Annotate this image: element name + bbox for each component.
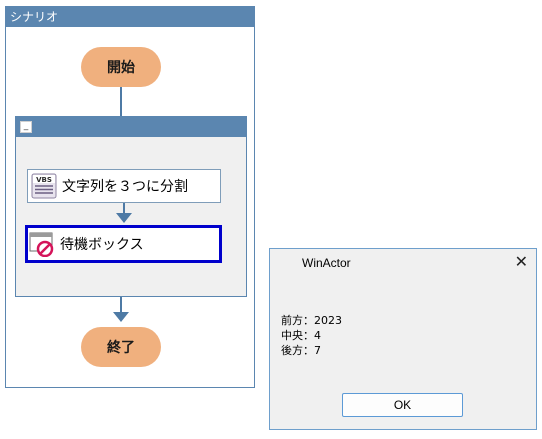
winactor-dialog: WinActor ✕ 前方：2023 中央：4 後方：7 OK (269, 248, 537, 430)
message-line: 前方：2023 (281, 314, 342, 327)
close-icon[interactable]: ✕ (514, 254, 528, 271)
connector-line (120, 297, 122, 313)
vbs-icon-text: VBS (36, 176, 52, 184)
vbs-script-icon: VBS (31, 173, 57, 199)
collapse-button[interactable]: _ (20, 121, 32, 133)
dialog-title: WinActor (302, 256, 351, 270)
node-label: 文字列を３つに分割 (62, 179, 188, 195)
dialog-titlebar[interactable]: WinActor ✕ (270, 249, 536, 279)
wait-box-icon (29, 232, 54, 257)
node-split-string[interactable]: VBS 文字列を３つに分割 (27, 169, 221, 203)
message-line: 後方：7 (281, 344, 321, 357)
scenario-panel: シナリオ 開始 _ VBS 文字列を３つに分割 (5, 6, 255, 388)
scenario-header: シナリオ (6, 7, 254, 27)
arrow-down-icon (113, 312, 129, 322)
node-label: 待機ボックス (60, 237, 144, 253)
dialog-message: 前方：2023 中央：4 後方：7 (281, 313, 342, 358)
group-block[interactable]: _ VBS 文字列を３つに分割 待機ボックス (15, 116, 247, 297)
arrow-down-icon (116, 213, 132, 223)
end-node[interactable]: 終了 (81, 327, 161, 367)
node-wait-box[interactable]: 待機ボックス (25, 225, 222, 263)
message-line: 中央：4 (281, 329, 321, 342)
ok-button[interactable]: OK (342, 393, 463, 417)
start-node[interactable]: 開始 (81, 47, 161, 87)
connector-line (120, 87, 122, 116)
connector-line (123, 203, 125, 213)
group-header: _ (16, 117, 246, 137)
